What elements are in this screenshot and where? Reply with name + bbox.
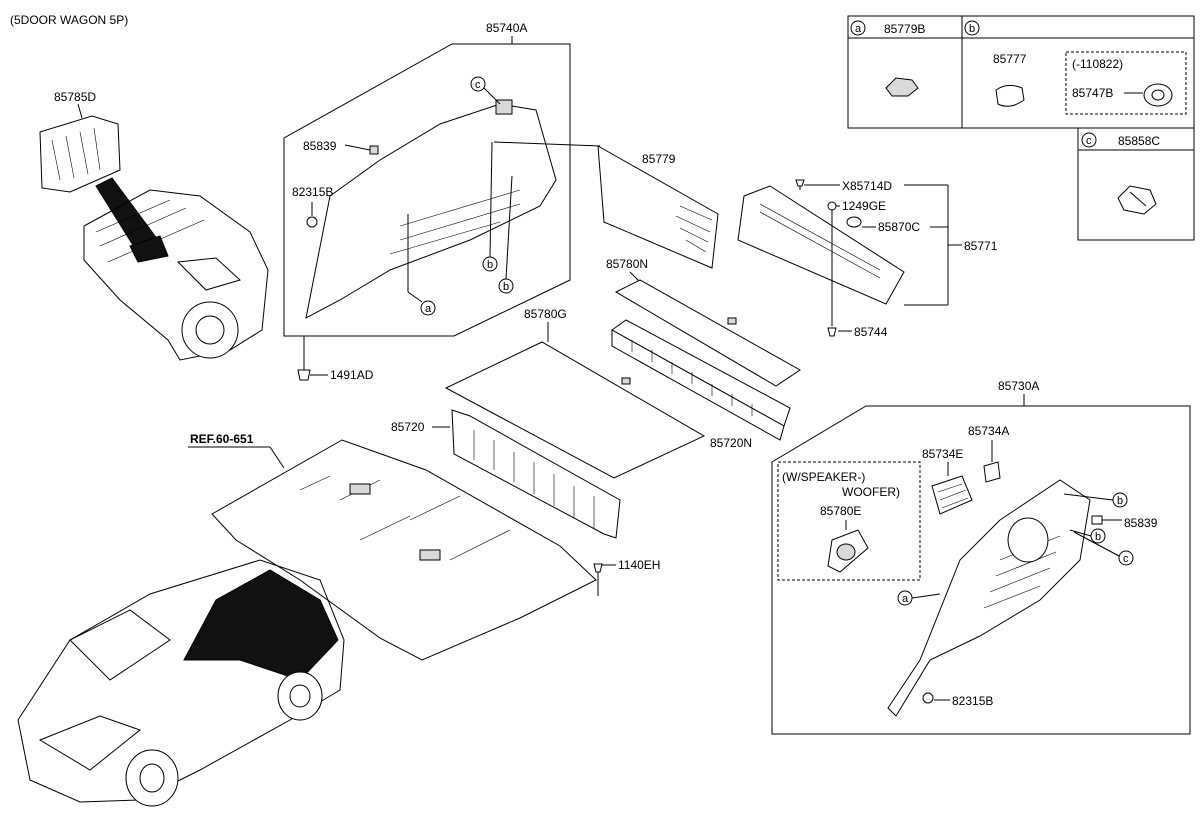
label-85870c: 85870C [878, 220, 920, 234]
part-85780g-group: 85780G [444, 307, 706, 479]
ref-60-651[interactable]: REF.60-651 [190, 432, 254, 446]
legend-b-part1: 85777 [993, 52, 1027, 66]
label-speaker-line1: (W/SPEAKER-) [782, 470, 865, 484]
callout-c-upper: c [475, 79, 481, 91]
legend-a-part: 85779B [884, 22, 925, 36]
label-1140eh: 1140EH [618, 558, 660, 572]
label-85780g: 85780G [524, 307, 567, 321]
diagram-title: (5DOOR WAGON 5P) [10, 13, 128, 27]
part-85720-group: 85720 [391, 409, 621, 539]
callout-b-4: b [1095, 531, 1101, 543]
callout-a-upper: a [425, 303, 432, 315]
trim-85730a [887, 479, 1091, 717]
board-85780n [614, 279, 801, 387]
callout-b-3: b [1117, 495, 1123, 507]
trim-85740a [305, 103, 557, 319]
part-85779-group: 85779 [597, 145, 719, 269]
car-front-group [17, 559, 345, 807]
legend-b-part2: 85747B [1072, 86, 1113, 100]
panel-location-mark [129, 235, 169, 263]
callout-c-lower: c [1123, 553, 1129, 565]
clip-85777-part [995, 84, 1025, 107]
label-85839-top: 85839 [303, 139, 337, 153]
label-85785d: 85785D [54, 90, 96, 104]
label-85734a: 85734A [968, 424, 1009, 438]
legend-box-c: c 85858C [1077, 127, 1195, 241]
part-85740a-group: 85740A c 85839 82315B b b a [283, 21, 601, 337]
callout-b-1: b [487, 259, 493, 271]
label-82315b-bot: 82315B [952, 694, 993, 708]
legend-box-ab: a 85779B b 85777 (-110822) 85747B [847, 15, 1195, 129]
callout-a-lower: a [902, 593, 909, 605]
label-85720: 85720 [391, 420, 425, 434]
part-1491ad-group: 1491AD [297, 336, 374, 382]
box-85730a [771, 405, 1191, 735]
label-85720n: 85720N [710, 436, 752, 450]
label-85771: 85771 [964, 239, 998, 253]
part-85780n-group: 85780N [606, 257, 801, 387]
legend-c-part: 85858C [1118, 134, 1160, 148]
legend-b-date: (-110822) [1072, 57, 1123, 71]
label-x85714d: X85714D [842, 179, 892, 193]
clip-c-part [1117, 185, 1157, 215]
label-85740a: 85740A [486, 21, 527, 35]
legend-callout-b: b [969, 23, 975, 35]
clip-a-part [885, 77, 919, 97]
label-1249ge: 1249GE [842, 199, 886, 213]
part-85720n-group: 85720N [611, 319, 791, 450]
label-1491ad: 1491AD [330, 368, 374, 382]
cover-85771 [737, 185, 905, 305]
callout-b-2: b [503, 281, 509, 293]
legend-callout-c: c [1086, 135, 1092, 147]
label-85779: 85779 [642, 152, 676, 166]
car-rear-outline [83, 189, 269, 361]
speaker-woofer-box [777, 461, 921, 581]
car-front-outline [17, 559, 345, 803]
grille-85734e [931, 475, 973, 515]
label-85839-bot: 85839 [1124, 516, 1158, 530]
floor-group: REF.60-651 1140EH [188, 432, 660, 661]
part-85730a-group: 85730A 85734A 85734E (W/SPEAKER-) WOOFER… [771, 379, 1191, 735]
label-85780e: 85780E [820, 504, 861, 518]
label-speaker-line2: WOOFER) [842, 485, 900, 499]
net-85779 [597, 145, 719, 269]
panel-85785d [39, 115, 121, 193]
part-85771-group: X85714D 1249GE 85870C 85771 85744 [737, 179, 998, 339]
label-82315b-top: 82315B [292, 185, 333, 199]
label-85744: 85744 [854, 325, 888, 339]
label-85734e: 85734E [922, 447, 963, 461]
legend-callout-a: a [855, 23, 862, 35]
label-85730a: 85730A [998, 379, 1039, 393]
interior-highlight [183, 569, 339, 681]
board-85780g [444, 341, 706, 479]
label-85780n: 85780N [606, 257, 648, 271]
box-85740a [283, 43, 571, 337]
part-85785d-group: 85785D [39, 90, 269, 361]
